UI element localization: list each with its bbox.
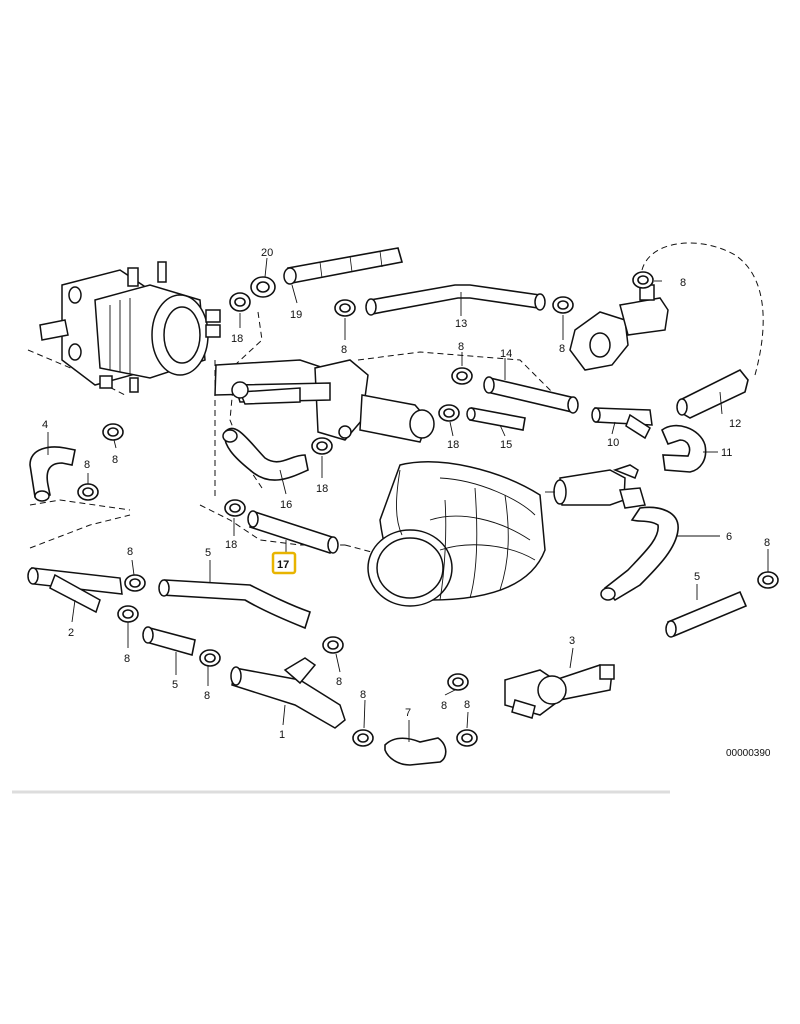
label-8-a: 8 (341, 344, 347, 356)
hose-5-mid[interactable] (142, 626, 196, 657)
label-12: 12 (729, 418, 741, 430)
label-18-d: 18 (225, 539, 237, 551)
label-14: 14 (500, 348, 512, 360)
clamp-8-m[interactable] (352, 729, 374, 747)
clamp-8-d[interactable] (451, 367, 473, 385)
drawing-code: 00000390 (726, 748, 771, 759)
hose-12[interactable] (676, 368, 749, 419)
label-8-g: 8 (127, 546, 133, 558)
clamp-18-b[interactable] (438, 404, 460, 422)
clamp-8-f[interactable] (77, 483, 99, 501)
highlighted-callout-17[interactable]: 17 (271, 551, 297, 575)
label-8-h: 8 (764, 537, 770, 549)
label-4: 4 (42, 419, 48, 431)
clamp-18-c[interactable] (311, 437, 333, 455)
label-5-a: 5 (205, 547, 211, 559)
label-19: 19 (290, 309, 302, 321)
label-8-c: 8 (680, 277, 686, 289)
valve-assembly[interactable] (214, 359, 435, 443)
label-3: 3 (569, 635, 575, 647)
hose-5-left[interactable] (158, 579, 311, 630)
label-13: 13 (455, 318, 467, 330)
valve-3[interactable] (504, 664, 615, 719)
hose-19[interactable] (283, 247, 404, 285)
throttle-body[interactable] (39, 261, 221, 393)
label-2: 2 (68, 627, 74, 639)
leader-lines (47, 257, 769, 742)
label-10: 10 (607, 437, 619, 449)
clamp-8-h[interactable] (117, 605, 139, 623)
label-8-n: 8 (464, 699, 470, 711)
clamp-8-j[interactable] (322, 636, 344, 654)
part-labels-extra: 8 8 (441, 699, 470, 712)
label-8-i: 8 (124, 653, 130, 665)
part-labels: 20 19 18 8 13 8 8 8 14 18 15 10 12 11 18… (42, 247, 770, 741)
label-20: 20 (261, 247, 273, 259)
hose-15[interactable] (466, 407, 526, 431)
label-8-j: 8 (204, 690, 210, 702)
label-8-l: 8 (360, 689, 366, 701)
label-1: 1 (279, 729, 285, 741)
label-18-a: 18 (231, 333, 243, 345)
label-8-d: 8 (458, 341, 464, 353)
label-16: 16 (280, 499, 292, 511)
clamp-8-l[interactable] (456, 729, 478, 747)
hose-17[interactable] (247, 510, 339, 555)
label-11: 11 (721, 447, 732, 459)
hose-4[interactable] (29, 446, 76, 502)
hose-6[interactable] (600, 506, 679, 602)
clamp-8-e[interactable] (102, 423, 124, 441)
check-valve[interactable] (545, 464, 646, 509)
tee-pipe-2[interactable] (27, 567, 123, 614)
clamp-18-a[interactable] (229, 292, 251, 312)
label-15: 15 (500, 439, 512, 451)
label-8-m: 8 (441, 700, 447, 712)
label-8-f: 8 (84, 459, 90, 471)
label-18-b: 18 (447, 439, 459, 451)
clamp-8-g[interactable] (124, 574, 146, 592)
label-8-b: 8 (559, 343, 565, 355)
clamp-20[interactable] (250, 276, 276, 298)
outlet-housing[interactable] (569, 284, 669, 371)
clamp-8-i[interactable] (199, 649, 221, 667)
clamp-8-c[interactable] (632, 271, 654, 289)
clamp-8-b[interactable] (552, 296, 574, 314)
tee-connector-10[interactable] (591, 407, 653, 440)
hose-13[interactable] (365, 284, 546, 316)
label-7: 7 (405, 707, 411, 719)
hose-14[interactable] (483, 376, 579, 414)
hose-16[interactable] (222, 427, 309, 481)
clamp-18-d[interactable] (224, 499, 246, 517)
clamp-8-n[interactable] (757, 571, 779, 589)
tee-pipe-1[interactable] (230, 657, 346, 729)
intake-boot[interactable] (367, 461, 546, 607)
label-8-e: 8 (112, 454, 118, 466)
label-18-c: 18 (316, 483, 328, 495)
clamp-8-a[interactable] (334, 299, 356, 317)
label-8-k: 8 (336, 676, 342, 688)
label-5-b: 5 (694, 571, 700, 583)
highlighted-label: 17 (277, 559, 289, 571)
hose-11[interactable] (661, 424, 707, 473)
clamp-8-k[interactable] (447, 673, 469, 691)
hose-5-right[interactable] (665, 590, 748, 638)
label-5-c: 5 (172, 679, 178, 691)
hose-7[interactable] (384, 737, 447, 766)
label-6: 6 (726, 531, 732, 543)
